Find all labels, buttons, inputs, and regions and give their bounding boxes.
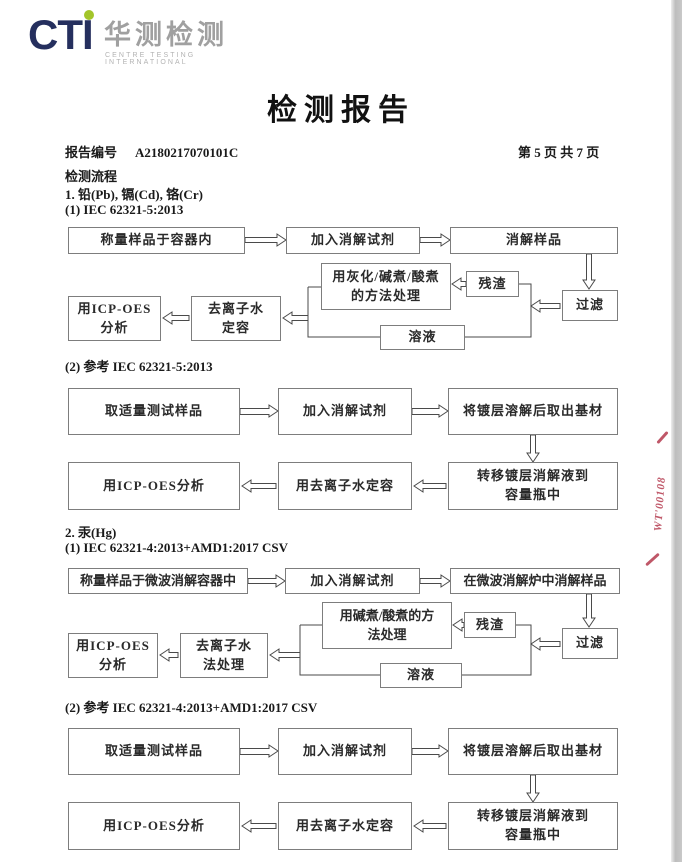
flow2-step-transfer: 转移镀层消解液到 容量瓶中 <box>448 462 618 510</box>
section2-heading: 2. 汞(Hg) <box>65 525 117 540</box>
flow4-step-transfer: 转移镀层消解液到 容量瓶中 <box>448 802 618 850</box>
flow1-step-solution: 溶液 <box>380 325 465 350</box>
flow2-step-sample: 取适量测试样品 <box>68 388 240 435</box>
flow1-step-analyze: 用ICP-OES 分析 <box>68 296 161 341</box>
flow3-step-solution: 溶液 <box>380 663 462 688</box>
logo: CTI 华测检测 CENTRE TESTING INTERNATIONAL <box>28 8 258 66</box>
page-indicator: 第 5 页 共 7 页 <box>518 145 600 160</box>
flow3-step-treat: 用碱煮/酸煮的方 法处理 <box>322 602 452 649</box>
section1-heading: 1. 铅(Pb), 镉(Cd), 铬(Cr) <box>65 187 203 202</box>
page-edge-strip <box>671 0 682 862</box>
stamp-stroke-top <box>656 430 669 445</box>
flow2-step-dilute: 用去离子水定容 <box>278 462 412 510</box>
logo-dot-icon <box>84 10 94 20</box>
section1-method2-label: (2) 参考 IEC 62321-5:2013 <box>65 359 213 374</box>
flow1-step-weigh: 称量样品于容器内 <box>68 227 245 254</box>
flow1-step-digest: 消解样品 <box>450 227 618 254</box>
flow3-step-digest: 在微波消解炉中消解样品 <box>450 568 620 594</box>
flow1-step-treat: 用灰化/碱煮/酸煮 的方法处理 <box>321 263 451 310</box>
report-number-line: 报告编号 A2180217070101C <box>65 142 238 161</box>
flow4-step-dilute: 用去离子水定容 <box>278 802 412 850</box>
flow4-step-dissolve: 将镀层溶解后取出基材 <box>448 728 618 775</box>
logo-chinese: 华测检测 <box>104 20 228 50</box>
flow3-step-analyze: 用ICP-OES 分析 <box>68 633 158 678</box>
flow1-step-add: 加入消解试剂 <box>286 227 420 254</box>
flow3-step-add: 加入消解试剂 <box>285 568 420 594</box>
flow3-step-residue: 残渣 <box>464 612 516 638</box>
section2-method1-label: (1) IEC 62321-4:2013+AMD1:2017 CSV <box>65 540 288 555</box>
process-heading: 检测流程 <box>65 169 118 184</box>
flow4-step-add: 加入消解试剂 <box>278 728 412 775</box>
flow2-step-analyze: 用ICP-OES分析 <box>68 462 240 510</box>
flow2-step-dissolve: 将镀层溶解后取出基材 <box>448 388 618 435</box>
flow1-step-dilute: 去离子水 定容 <box>191 296 281 341</box>
flow3-step-filter: 过滤 <box>562 628 618 659</box>
page-title: 检测报告 <box>267 94 415 127</box>
report-no-value: A2180217070101C <box>135 145 239 160</box>
edge-stamp: WT'00108 <box>652 476 668 532</box>
report-no-label: 报告编号 <box>65 145 118 160</box>
flow1-step-residue: 残渣 <box>466 271 519 297</box>
logo-cti-text: CTI <box>28 11 94 58</box>
flow3-step-dilute: 去离子水 法处理 <box>180 633 268 678</box>
flow3-step-weigh: 称量样品于微波消解容器中 <box>68 568 248 594</box>
flow2-step-add: 加入消解试剂 <box>278 388 412 435</box>
section1-method1-label: (1) IEC 62321-5:2013 <box>65 202 184 217</box>
flow4-step-analyze: 用ICP-OES分析 <box>68 802 240 850</box>
flow1-step-filter: 过滤 <box>562 290 618 321</box>
logo-english: CENTRE TESTING INTERNATIONAL <box>105 52 196 66</box>
flow4-step-sample: 取适量测试样品 <box>68 728 240 775</box>
section2-method2-label: (2) 参考 IEC 62321-4:2013+AMD1:2017 CSV <box>65 700 318 715</box>
stamp-stroke-bottom <box>645 552 660 567</box>
